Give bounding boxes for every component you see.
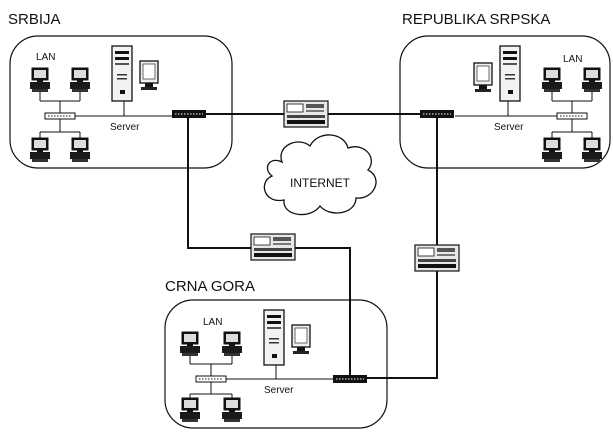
router-icon — [332, 374, 368, 384]
hub-icon — [44, 112, 76, 120]
region-srpska: REPUBLIKA SRPSKA LAN — [399, 11, 611, 169]
region-border-serbia — [9, 35, 233, 169]
lan-wiring-srpska — [455, 88, 593, 142]
workstation-icon — [221, 397, 243, 423]
region-serbia: SRBIJA LAN Server — [8, 11, 233, 169]
workstation-icon — [221, 331, 243, 357]
server-icon — [473, 45, 521, 102]
workstation-icon — [581, 137, 603, 163]
internet-label: INTERNET — [290, 176, 351, 190]
server-label-srpska: Server — [494, 122, 524, 133]
router-icon — [419, 109, 455, 119]
modem-icon — [283, 100, 329, 128]
region-title-serbia: SRBIJA — [8, 11, 61, 28]
hub-icon — [556, 112, 588, 120]
region-border-srpska — [399, 35, 611, 169]
internet-cloud-icon: INTERNET — [263, 134, 377, 216]
modem-icon — [250, 233, 296, 261]
modem-icon — [414, 244, 460, 272]
workstation-icon — [179, 397, 201, 423]
workstation-icon — [29, 137, 51, 163]
workstation-icon — [29, 67, 51, 93]
region-title-srpska: REPUBLIKA SRPSKA — [402, 11, 550, 28]
hub-icon — [195, 375, 227, 383]
link-srpska-montenegro — [352, 118, 438, 379]
workstation-icon — [541, 137, 563, 163]
workstation-icon — [69, 67, 91, 93]
region-title-montenegro: CRNA GORA — [165, 278, 255, 295]
server-label-montenegro: Server — [264, 385, 294, 396]
workstation-icon — [179, 331, 201, 357]
lan-label-serbia: LAN — [36, 52, 55, 63]
workstation-icon — [541, 67, 563, 93]
region-montenegro: CRNA GORA LAN Server — [164, 278, 388, 429]
server-label-serbia: Server — [110, 122, 140, 133]
router-icon — [171, 109, 207, 119]
workstation-icon — [581, 67, 603, 93]
lan-label-montenegro: LAN — [203, 317, 222, 328]
server-icon — [263, 309, 311, 366]
server-icon — [111, 45, 159, 102]
workstation-icon — [69, 137, 91, 163]
region-border-montenegro — [164, 299, 388, 429]
lan-label-srpska: LAN — [563, 54, 582, 65]
